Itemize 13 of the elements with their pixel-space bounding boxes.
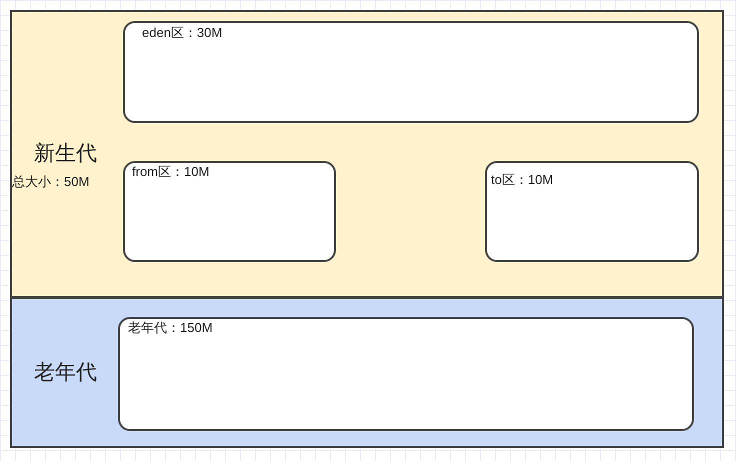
- region-label: to区：10M: [491, 172, 554, 187]
- size-label: 总大小：50M: [12, 174, 90, 189]
- memory-region-box: [123, 21, 699, 123]
- young-generation-band: [10, 10, 724, 298]
- band-heading: 新生代: [34, 142, 97, 166]
- region-label: eden区：30M: [142, 25, 222, 40]
- region-label: 老年代：150M: [128, 320, 213, 335]
- region-label: from区：10M: [132, 164, 210, 179]
- band-heading: 老年代: [34, 361, 97, 385]
- memory-region-box: [485, 161, 699, 262]
- old-generation-band: [10, 297, 724, 448]
- memory-region-box: [118, 317, 694, 431]
- memory-region-box: [123, 161, 336, 262]
